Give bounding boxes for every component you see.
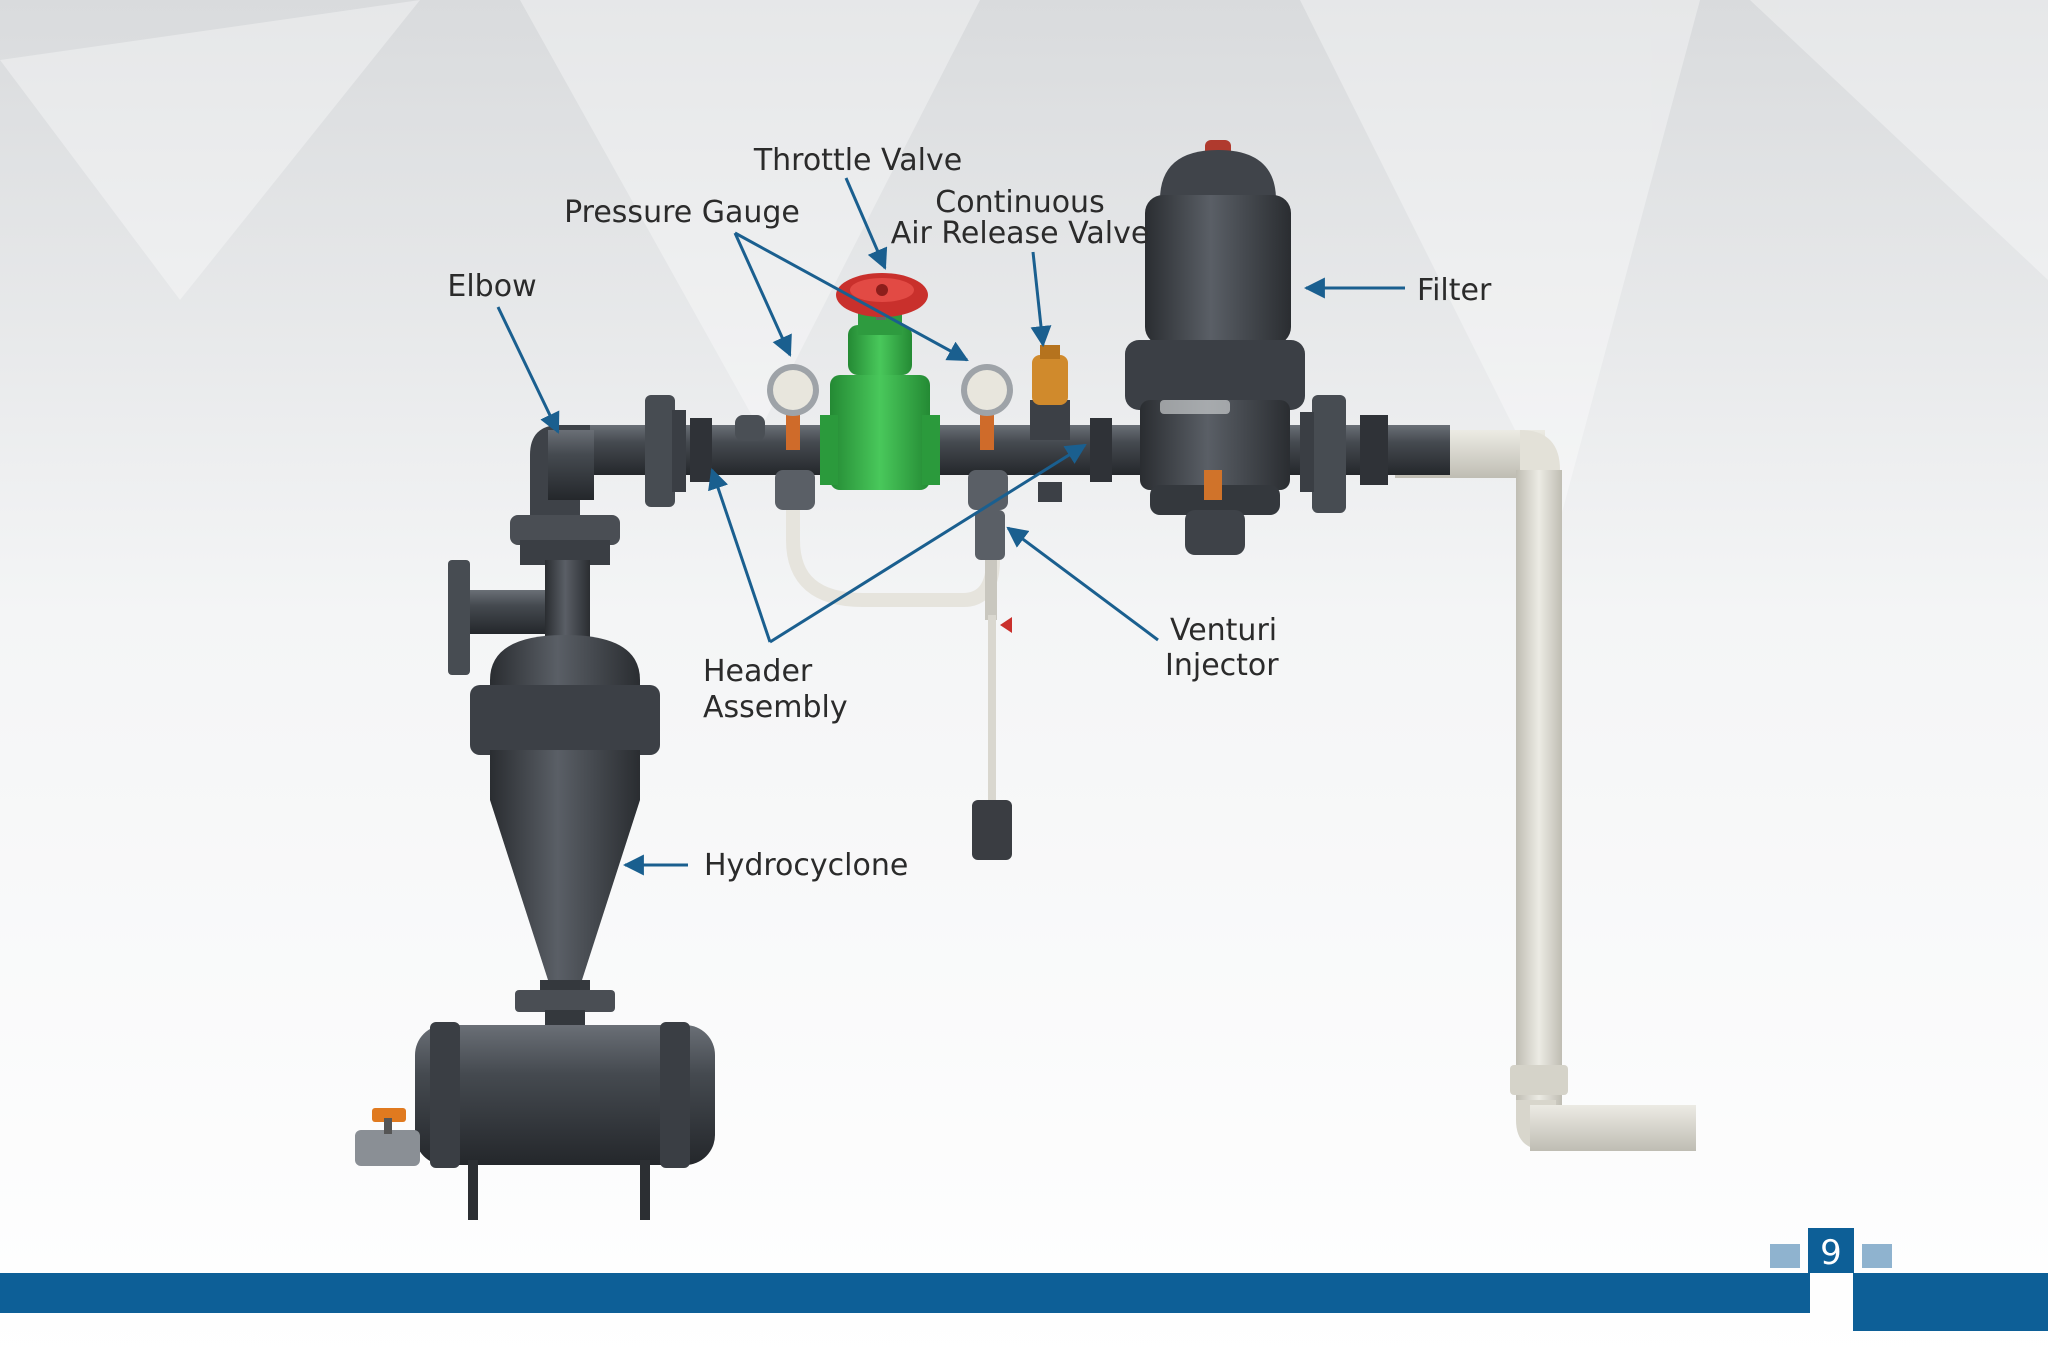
background-light-rays [0, 0, 2048, 520]
page-number: 9 [1820, 1233, 1842, 1273]
arrow-pressure-gauge-left [733, 232, 792, 357]
disc-filter [1125, 140, 1305, 555]
label-hydrocyclone: Hydrocyclone [704, 848, 908, 883]
label-continuous: Continuous [935, 185, 1104, 220]
label-assembly: Assembly [703, 690, 848, 725]
elbow-fitting [530, 425, 594, 515]
arrow-throttle-valve [844, 177, 888, 270]
leader-arrows [496, 177, 1405, 876]
arrow-pressure-gauge-right [734, 231, 969, 362]
throttle-valve [820, 273, 940, 490]
label-pressure-gauge: Pressure Gauge [564, 195, 800, 230]
label-venturi: Venturi [1170, 613, 1277, 648]
page-number-box [1808, 1228, 1854, 1273]
hydrocyclone [448, 515, 660, 1030]
label-elbow: Elbow [447, 269, 536, 304]
label-air-release-valve: Air Release Valve [891, 216, 1150, 251]
air-release-valve [1030, 345, 1070, 502]
pressure-gauge-left [767, 364, 819, 510]
arrow-air-release-valve [1030, 251, 1052, 348]
arrow-header-right [769, 443, 1087, 644]
label-injector: Injector [1165, 648, 1279, 683]
footer-bar: 9 [0, 1228, 2048, 1331]
arrow-elbow [496, 306, 560, 434]
white-outlet-pipe [1395, 430, 1696, 1151]
arrow-venturi [1006, 526, 1159, 642]
label-throttle-valve: Throttle Valve [753, 143, 962, 178]
underflow-tank [355, 1022, 715, 1220]
label-header: Header [703, 654, 813, 689]
venturi-injector [786, 510, 1012, 860]
header-pipe [590, 395, 1450, 513]
arrow-header-left [708, 468, 772, 643]
label-filter: Filter [1417, 273, 1492, 308]
